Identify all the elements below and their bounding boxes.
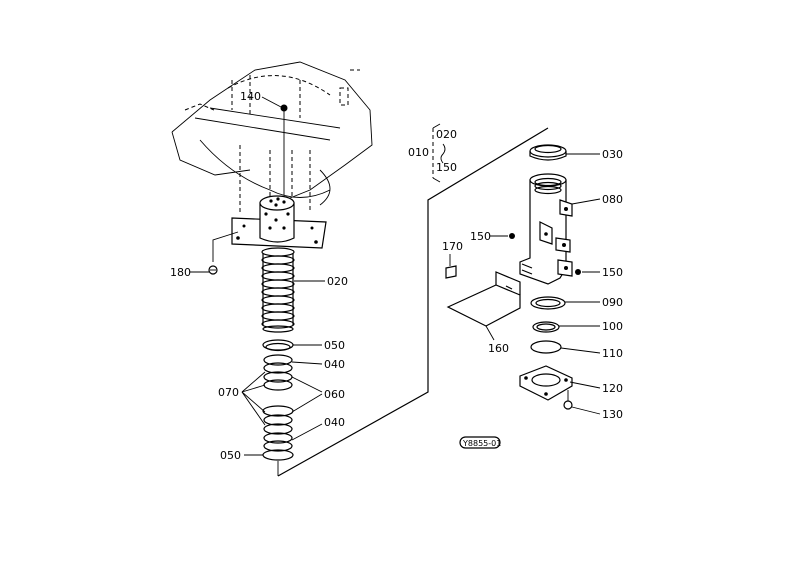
- label-130: 130: [602, 408, 623, 421]
- stamp-text: Y8855-01: [462, 439, 501, 448]
- label-100: 100: [602, 320, 623, 333]
- bolt-180: 180: [170, 231, 239, 279]
- label-010: 010: [408, 146, 429, 159]
- label-060: 060: [324, 388, 345, 401]
- label-150-right: 150: [602, 266, 623, 279]
- bolt-140: 140: [240, 90, 288, 195]
- label-030: 030: [602, 148, 623, 161]
- group-bracket-010: 010 020 150: [408, 123, 457, 183]
- label-170: 170: [442, 240, 463, 253]
- rotor-body-020: [261, 247, 295, 333]
- label-080: 080: [602, 193, 623, 206]
- label-050-bottom: 050: [220, 449, 241, 462]
- label-120: 120: [602, 382, 623, 395]
- drawing-stamp: Y8855-01: [459, 436, 501, 449]
- label-020: 020: [327, 275, 348, 288]
- label-140: 140: [240, 90, 261, 103]
- label-range-150: 150: [436, 161, 457, 174]
- label-160: 160: [488, 342, 509, 355]
- bolt-170: 170: [442, 240, 463, 279]
- label-040-bottom: 040: [324, 416, 345, 429]
- connection-frame: [277, 127, 549, 477]
- left-leaders: 020 050 040 070 060 040 050: [218, 275, 348, 462]
- label-110: 110: [602, 347, 623, 360]
- label-180: 180: [170, 266, 191, 279]
- machine-outline-sketch: [171, 61, 373, 215]
- label-090: 090: [602, 296, 623, 309]
- housing-assembly: 030 080 150 150 090: [470, 144, 623, 421]
- label-150-left: 150: [470, 230, 491, 243]
- label-050-top: 050: [324, 339, 345, 352]
- bracket-160: 160: [446, 271, 521, 355]
- label-070: 070: [218, 386, 239, 399]
- label-040-top: 040: [324, 358, 345, 371]
- swivel-joint-assembly: [231, 195, 327, 461]
- label-range-020: 020: [436, 128, 457, 141]
